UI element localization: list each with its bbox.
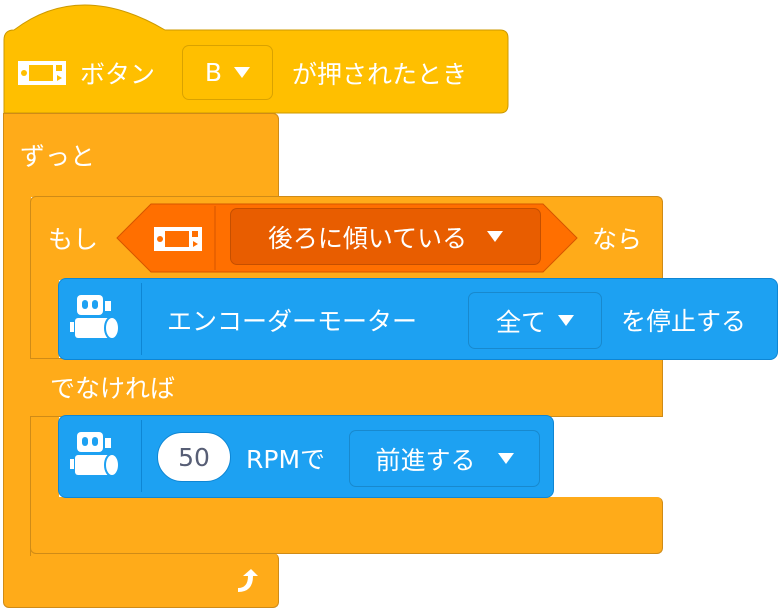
- tilt-direction-dropdown[interactable]: 後ろに傾いている: [230, 208, 541, 265]
- robot-icon: [70, 295, 120, 340]
- chevron-down-icon: [487, 231, 504, 242]
- motor-dropdown[interactable]: 全て: [468, 292, 602, 349]
- chevron-down-icon: [558, 315, 574, 326]
- button-board-icon: [18, 61, 66, 85]
- button-value: B: [204, 58, 223, 87]
- button-board-icon: [154, 227, 202, 251]
- stop-label: エンコーダーモーター: [167, 307, 418, 336]
- direction-value: 前進する: [375, 445, 476, 475]
- else-label: でなければ: [50, 374, 176, 403]
- speed-value: 50: [178, 442, 210, 472]
- stop-suffix: を停止する: [621, 307, 747, 336]
- direction-dropdown[interactable]: 前進する: [349, 430, 540, 487]
- tilt-value: 後ろに傾いている: [267, 223, 468, 253]
- stop-encoder-motor-block[interactable]: エンコーダーモーター 全て を停止する: [58, 278, 778, 360]
- button-dropdown[interactable]: B: [182, 45, 273, 100]
- motor-value: 全て: [495, 307, 546, 337]
- move-forward-block[interactable]: 50 RPMで 前進する: [58, 415, 554, 498]
- speed-input[interactable]: 50: [157, 432, 231, 482]
- loop-arrow-icon: [238, 569, 258, 592]
- rpm-label: RPMで: [246, 445, 326, 474]
- forever-label: ずっと: [20, 142, 96, 171]
- chevron-down-icon: [234, 67, 251, 78]
- chevron-down-icon: [497, 453, 514, 464]
- robot-icon: [70, 432, 120, 477]
- hat-label: ボタン: [80, 60, 156, 89]
- hat-suffix: が押されたとき: [292, 60, 468, 89]
- if-label: もし: [48, 225, 99, 254]
- then-label: なら: [592, 225, 643, 254]
